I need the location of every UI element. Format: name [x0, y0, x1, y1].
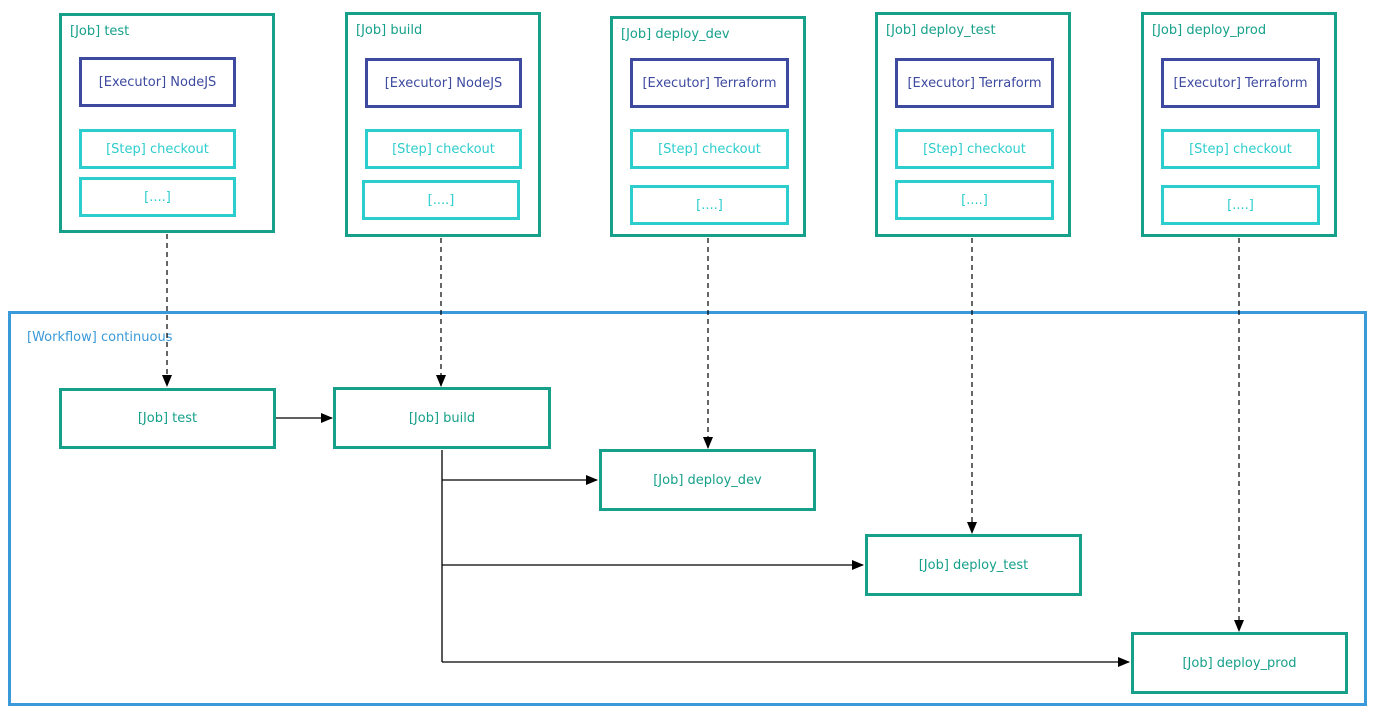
workflow-label: [Workflow] continuous: [27, 330, 173, 345]
step-more: [....]: [79, 177, 236, 217]
step-checkout: [Step] checkout: [365, 129, 522, 169]
step-checkout: [Step] checkout: [1161, 129, 1320, 169]
workflow-job-build: [Job] build: [333, 387, 551, 449]
job-card-title: [Job] build: [356, 23, 423, 38]
step-checkout: [Step] checkout: [895, 129, 1054, 169]
job-card-deploy-prod: [Job] deploy_prod [Executor] Terraform […: [1141, 12, 1337, 237]
executor-box: [Executor] Terraform: [630, 58, 789, 108]
workflow-job-test: [Job] test: [59, 388, 276, 449]
executor-box: [Executor] NodeJS: [365, 58, 522, 108]
step-more: [....]: [895, 180, 1054, 220]
workflow-job-deploy-dev: [Job] deploy_dev: [599, 449, 816, 511]
workflow-job-deploy-test: [Job] deploy_test: [865, 534, 1082, 596]
job-card-test: [Job] test [Executor] NodeJS [Step] chec…: [59, 13, 275, 233]
job-card-title: [Job] deploy_prod: [1152, 23, 1267, 38]
job-card-title: [Job] deploy_test: [886, 23, 996, 38]
job-card-build: [Job] build [Executor] NodeJS [Step] che…: [345, 12, 541, 237]
job-card-title: [Job] test: [70, 24, 130, 39]
job-card-deploy-dev: [Job] deploy_dev [Executor] Terraform [S…: [610, 16, 806, 237]
executor-box: [Executor] Terraform: [1161, 58, 1320, 108]
step-more: [....]: [1161, 185, 1320, 225]
step-checkout: [Step] checkout: [630, 129, 789, 169]
job-card-title: [Job] deploy_dev: [621, 27, 730, 42]
workflow-job-deploy-prod: [Job] deploy_prod: [1131, 632, 1348, 694]
step-checkout: [Step] checkout: [79, 129, 236, 169]
step-more: [....]: [630, 185, 789, 225]
executor-box: [Executor] NodeJS: [79, 57, 236, 107]
job-card-deploy-test: [Job] deploy_test [Executor] Terraform […: [875, 12, 1071, 237]
executor-box: [Executor] Terraform: [895, 58, 1054, 108]
workflow-container: [Workflow] continuous: [8, 311, 1367, 706]
step-more: [....]: [362, 180, 520, 220]
